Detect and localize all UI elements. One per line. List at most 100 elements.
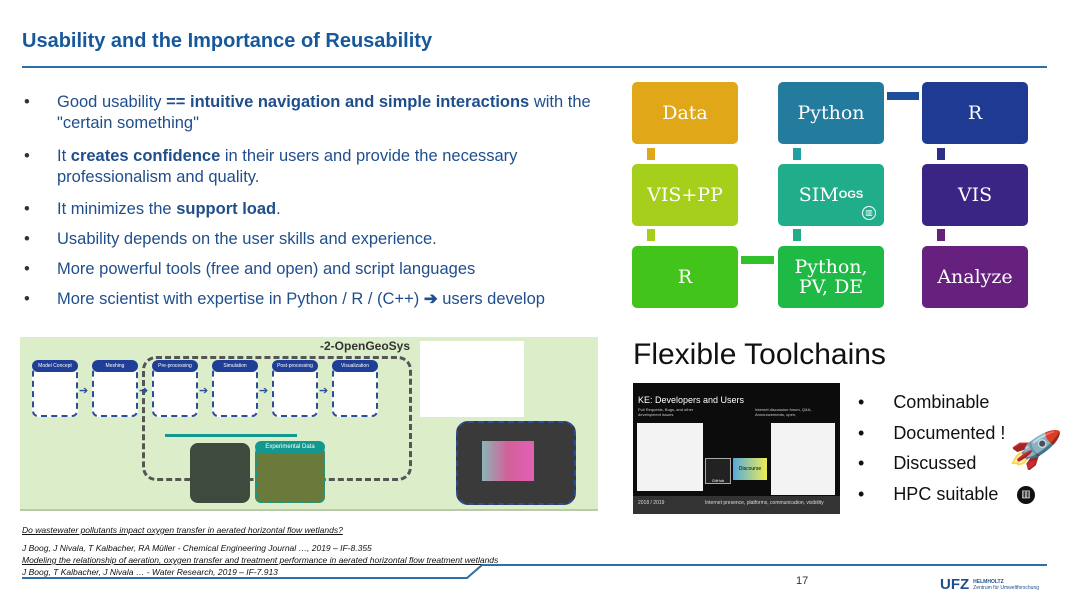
screenshot-title: KE: Developers and Users — [638, 395, 745, 405]
workflow-stage: Meshing — [92, 360, 138, 417]
bullet-item: • Usability depends on the user skills an… — [24, 229, 624, 250]
reference-authors: J Boog, T Kalbacher, J Nivala … - Water … — [22, 567, 278, 577]
toolchain-property: •HPC suitable — [858, 484, 998, 505]
bullet-segment: creates confidence — [70, 147, 221, 165]
bullet-item: • More powerful tools (free and open) and… — [24, 259, 624, 280]
bullet-segment: users develop — [437, 290, 545, 308]
workflow-stage: Model Concept — [32, 360, 78, 417]
toolchain-box: Data — [632, 82, 738, 144]
toolchain-connector — [937, 148, 945, 160]
toolchain-box-label: Analyze — [937, 266, 1013, 288]
toolchain-connector — [887, 92, 919, 100]
3d-model-render — [456, 421, 576, 505]
discourse-logo: Discourse — [733, 458, 767, 480]
toolchain-box-label: Python, PV, DE — [794, 256, 868, 298]
bullet-segment: More scientist with expertise in Python … — [57, 290, 424, 308]
property-text: Documented ! — [893, 422, 1006, 443]
toolchain-connector — [647, 229, 655, 241]
screenshot-right-caption: Internet discussion forum, Q&A, Announce… — [755, 407, 812, 417]
bullet-segment: Usability depends on the user skills and… — [57, 230, 437, 248]
toolchain-box: Analyze — [922, 246, 1028, 308]
bullet-dot: • — [858, 422, 865, 443]
slide-title: Usability and the Importance of Reusabil… — [22, 30, 433, 52]
toolchain-box: Python — [778, 82, 884, 144]
toolchain-box: VIS — [922, 164, 1028, 226]
hpc-icon: ▥ — [862, 206, 876, 220]
rocket-icon: 🚀 — [1006, 423, 1064, 475]
bullet-segment: in their users and provide the necessary… — [57, 147, 518, 186]
toolchain-box-label: R — [677, 266, 693, 288]
toolchain-property: •Discussed — [858, 453, 976, 474]
bullet-text: More scientist with expertise in Python … — [57, 289, 624, 310]
bullet-segment: It — [57, 147, 71, 165]
bullet-segment: . — [276, 200, 281, 218]
bullet-dot: • — [24, 260, 30, 278]
toolchain-property: • Combinable — [858, 392, 989, 413]
toolchain-box: VIS+PP — [632, 164, 738, 226]
toolchain-box: Python, PV, DE — [778, 246, 884, 308]
bullet-text: It minimizes the support load. — [57, 199, 624, 220]
arrow-icon: ➔ — [259, 385, 269, 397]
stage-label: Pre-processing — [152, 360, 198, 372]
ufz-logo-text: UFZ — [940, 576, 970, 593]
workflow-stage: Visualization — [332, 360, 378, 417]
toolchain-connector — [741, 256, 774, 264]
reference-authors: J Boog, J Nivala, T Kalbacher, RA Müller… — [22, 543, 372, 553]
footer-line — [22, 564, 1047, 579]
toolchain-connector — [793, 229, 801, 241]
reference-title: Do wastewater pollutants impact oxygen t… — [22, 525, 343, 535]
3d-block — [482, 441, 534, 481]
bullet-segment: ➔ — [423, 290, 438, 308]
workflow-stage: Pre-processing — [152, 360, 198, 417]
bullet-dot: • — [858, 483, 865, 504]
toolchain-connector — [793, 148, 801, 160]
logo-helmholtz: HELMHOLTZ — [973, 578, 1004, 585]
data-feed-line — [165, 434, 297, 437]
toolchain-box-sup: OGS — [838, 189, 864, 201]
bullet-item: • Good usability == intuitive navigation … — [24, 92, 624, 134]
stage-label: Model Concept — [32, 360, 78, 372]
arrow-icon: ➔ — [139, 385, 149, 397]
stage-label: Visualization — [332, 360, 378, 372]
developers-users-screenshot: KE: Developers and Users Pull Requests, … — [633, 383, 840, 514]
concentration-plot — [420, 341, 524, 417]
bullet-dot: • — [858, 392, 865, 412]
bullet-dot: • — [24, 200, 30, 218]
github-page — [637, 423, 703, 491]
bullet-segment: with the "certain something" — [57, 93, 591, 132]
bullet-text: More powerful tools (free and open) and … — [57, 259, 624, 280]
experimental-data-label: Experimental Data — [255, 441, 325, 453]
bullet-segment: support load — [176, 200, 277, 218]
toolchain-box-label: Data — [662, 102, 708, 124]
bullet-dot: • — [24, 230, 30, 248]
toolchain-box-label: SIM — [798, 184, 839, 206]
workflow-figure: -2-OpenGeoSys Model Concept ➔ Meshing ➔ Pre-… — [20, 337, 598, 511]
bullet-dot: • — [858, 453, 865, 473]
bullet-item: •More scientist with expertise in Python… — [24, 289, 624, 310]
wetland-photo — [190, 443, 250, 503]
property-text: Combinable — [893, 392, 990, 412]
arrow-icon: ➔ — [319, 385, 329, 397]
toolchain-box-label: VIS — [957, 184, 993, 206]
toolchain-box-label: VIS+PP — [647, 184, 723, 206]
hpc-icon: ▥ — [1017, 486, 1035, 504]
toolchain-property: • Documented ! — [858, 423, 1005, 444]
toolchain-connector — [937, 229, 945, 241]
stage-label: Meshing — [92, 360, 138, 372]
discourse-page — [771, 423, 835, 495]
workflow-stage: Post-processing — [272, 360, 318, 417]
stage-label: Post-processing — [272, 360, 318, 372]
flexible-toolchains-heading: Flexible Toolchains — [633, 338, 886, 371]
bullet-text: It creates confidence in their users and… — [57, 146, 624, 188]
title-divider — [22, 66, 1047, 68]
bullet-dot: • — [24, 93, 30, 111]
toolchain-box: R — [922, 82, 1028, 144]
bullet-item: • It minimizes the support load. — [24, 199, 624, 220]
toolchain-box: R — [632, 246, 738, 308]
bullet-text: Good usability == intuitive navigation a… — [57, 92, 624, 134]
bullet-text: Usability depends on the user skills and… — [57, 229, 624, 250]
screenshot-footer-left: 2018 / 2019 — [638, 500, 665, 506]
toolchain-connector — [647, 148, 655, 160]
bullet-segment: It minimizes the — [57, 200, 177, 218]
r2ogs-label: -2-OpenGeoSys — [320, 339, 411, 353]
